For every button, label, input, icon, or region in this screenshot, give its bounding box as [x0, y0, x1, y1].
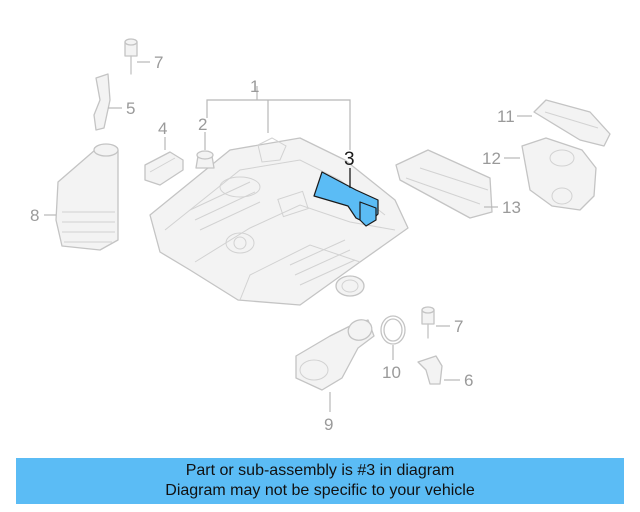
- bolt-top: [124, 38, 150, 75]
- bracket: [93, 73, 122, 131]
- grommet: [195, 132, 215, 169]
- hose-clamp: [380, 315, 406, 360]
- callout-8: 8: [30, 206, 39, 225]
- callout-11: 11: [497, 107, 515, 126]
- callout-3: 3: [344, 149, 355, 170]
- callout-7-bottom: 7: [454, 317, 463, 336]
- callout-9: 9: [324, 415, 333, 434]
- parts-diagram: 1 2 3 4 5 6 7 7 8 9 10 11 12 13: [30, 38, 611, 434]
- callout-4: 4: [158, 119, 167, 138]
- mount-bracket: [417, 355, 460, 385]
- callout-12: 12: [482, 149, 501, 168]
- highlighted-part-3[interactable]: [313, 168, 379, 227]
- callout-1: 1: [250, 77, 259, 96]
- filter-housing: [504, 137, 597, 211]
- filter-housing-top: [517, 99, 611, 147]
- banner-line-disclaimer: Diagram may not be specific to your vehi…: [165, 482, 475, 499]
- callout-5: 5: [126, 99, 135, 118]
- callout-2: 2: [198, 115, 207, 134]
- callout-7-top: 7: [154, 53, 163, 72]
- intake-duct: [44, 143, 119, 251]
- air-guide: [395, 149, 498, 219]
- sensor: [144, 137, 184, 186]
- intake-hose: [295, 319, 375, 412]
- engine-cover: [149, 137, 409, 306]
- bolt-bottom: [421, 306, 450, 339]
- info-banner: Part or sub-assembly is #3 in diagram Di…: [16, 458, 624, 504]
- banner-line-part: Part or sub-assembly is #3 in diagram: [185, 462, 455, 479]
- callout-10: 10: [382, 363, 401, 382]
- callout-13: 13: [502, 198, 521, 217]
- callout-6: 6: [464, 371, 473, 390]
